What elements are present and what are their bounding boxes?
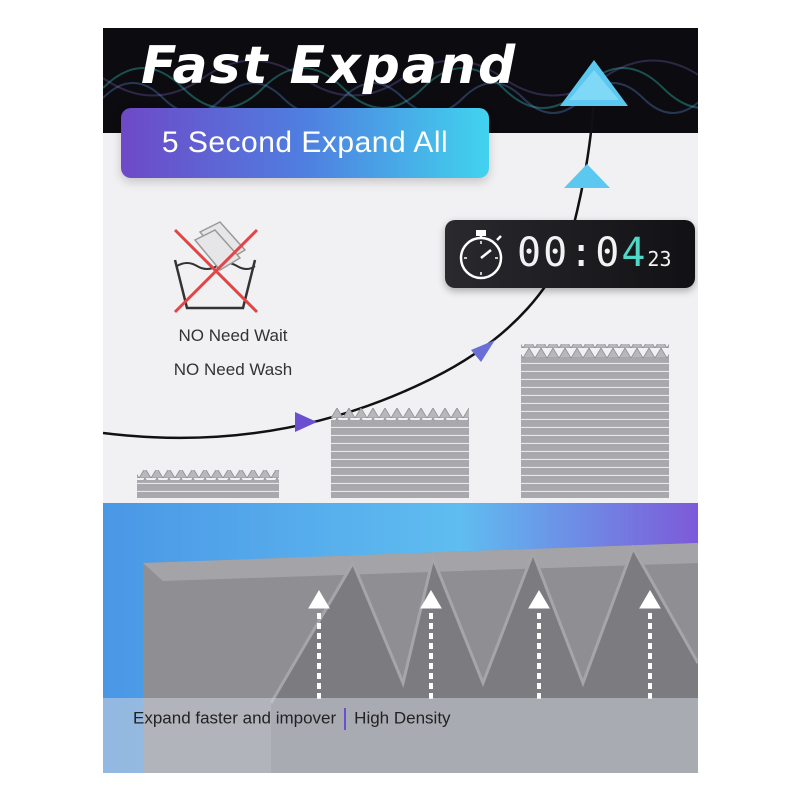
no-wash-icon: [173, 221, 259, 314]
up-arrow-icon: [639, 590, 661, 703]
stopwatch-icon: [459, 230, 503, 280]
foam-stack-medium: [331, 408, 469, 498]
caption-left: Expand faster and impover: [133, 708, 337, 728]
subtitle: 5 Second Expand All: [161, 126, 449, 159]
timer-display: 00:0423: [445, 220, 695, 288]
foam-stacks: [137, 344, 669, 498]
closeup-panel: [103, 503, 698, 773]
note-no-wait: NO Need Wait: [178, 326, 288, 345]
up-arrow-icon: [528, 590, 550, 703]
subtitle-banner: 5 Second Expand All: [121, 108, 489, 178]
growth-curve: [103, 60, 628, 440]
timer-readout: 00:0423: [517, 228, 672, 278]
arrow-marker-icon: [295, 412, 317, 432]
foam-closeup: [103, 543, 698, 773]
headline: Fast Expand: [141, 36, 518, 96]
bottom-caption: Expand faster and impover High Density: [133, 708, 451, 730]
timer-fraction: 23: [647, 247, 672, 271]
caption-separator: [344, 708, 347, 730]
foam-stack-large: [521, 344, 669, 498]
arrow-marker-icon: [471, 340, 495, 362]
up-arrow-icon: [308, 590, 330, 703]
up-arrow-icon: [420, 590, 442, 703]
timer-main: 00:0: [517, 230, 622, 276]
note-no-wash: NO Need Wash: [173, 360, 293, 379]
timer-highlight-digit: 4: [621, 230, 648, 276]
up-arrow-icon: [564, 164, 610, 188]
foam-stack-small: [137, 470, 279, 498]
product-image: Fast Expand 5 Second Expand All: [103, 28, 698, 773]
caption-right: High Density: [354, 708, 451, 728]
